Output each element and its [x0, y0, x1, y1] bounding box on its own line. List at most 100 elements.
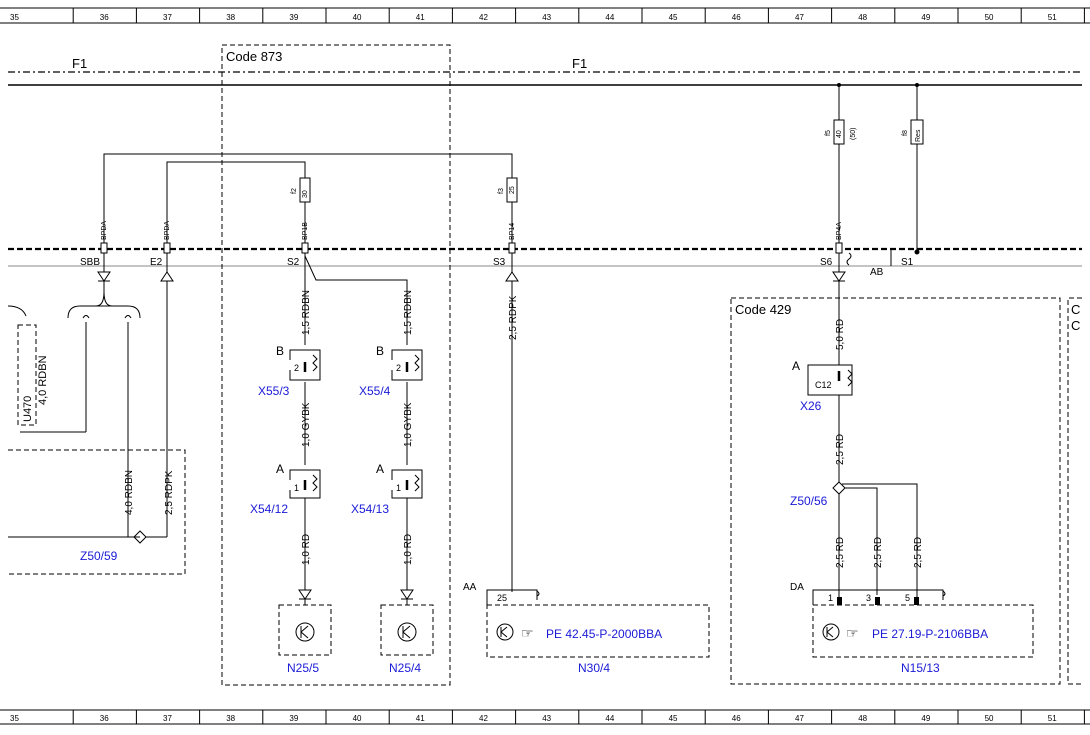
n15-13-ref: PE 27.19-P-2106BBA: [872, 627, 988, 641]
connector-x55-4: 2 B X55/4: [359, 344, 423, 398]
svg-text:A: A: [276, 462, 284, 476]
z50-56-label: Z50/56: [790, 494, 828, 508]
wire-2-5-rd-d: 2,5 RD: [913, 537, 924, 568]
connector-x55-3: 2 B X55/3: [258, 344, 321, 398]
bottom-ruler-label: 40: [353, 714, 362, 723]
wire-5-0-rd: 5,0 RD: [835, 319, 846, 350]
branch-n15-13: ☞ PE 27.19-P-2106BBA 1 3 5 N15/13: [812, 252, 1034, 675]
svg-text:1: 1: [396, 483, 401, 493]
sbb-arrow: [97, 253, 111, 292]
top-ruler-label: 49: [921, 13, 930, 22]
top-ruler-label: 47: [795, 13, 804, 22]
bottom-ruler-label: 48: [858, 714, 867, 723]
wire-1-0-rd-b: 1,0 RD: [403, 534, 414, 565]
branch-x55-4: [400, 382, 414, 605]
fuse-f8: Res f8: [902, 83, 924, 255]
bottom-ruler-label: 47: [795, 714, 804, 723]
bottom-ruler-label: 44: [605, 714, 614, 723]
top-ruler-label: 41: [416, 13, 425, 22]
bottom-ruler-label: 38: [226, 714, 235, 723]
svg-text:2: 2: [396, 363, 401, 373]
svg-text:(50): (50): [850, 128, 857, 140]
z50-59-label: Z50/59: [80, 549, 118, 563]
bottom-ruler-label: 37: [163, 714, 172, 723]
top-ruler-label: 38: [226, 13, 235, 22]
svg-text:25: 25: [509, 186, 516, 194]
top-ruler-label: 48: [858, 13, 867, 22]
bottom-ruler-label: 43: [542, 714, 551, 723]
connector-x54-13: 1 A X54/13: [351, 462, 423, 516]
top-ruler-label: 37: [163, 13, 172, 22]
n30-4-ref: PE 42.45-P-2000BBA: [546, 627, 662, 641]
svg-text:BP4A: BP4A: [836, 222, 843, 240]
s1-label: S1: [901, 257, 914, 268]
svg-text:f3: f3: [498, 188, 505, 194]
partial-code-label-1: C: [1071, 302, 1080, 317]
svg-text:40: 40: [836, 130, 843, 138]
hand-pointer-icon: ☞: [521, 625, 534, 641]
e2-arrow: [160, 253, 174, 537]
wire-1-0-gybk-a: 1,0 GYBK: [301, 402, 312, 447]
bottom-ruler: [0, 709, 1090, 725]
top-ruler-label: 50: [985, 13, 994, 22]
top-ruler-label: 35: [10, 13, 19, 22]
code-429-label: Code 429: [735, 302, 791, 317]
wire-1-5-rdbn-b: 1,5 RDBN: [403, 290, 414, 335]
e2-label: E2: [150, 257, 163, 268]
svg-text:BP14: BP14: [509, 223, 516, 240]
svg-text:N25/4: N25/4: [389, 661, 421, 675]
svg-text:X54/13: X54/13: [351, 502, 389, 516]
aa-label: AA: [463, 582, 477, 593]
svg-text:A: A: [376, 462, 384, 476]
f1-label-left: F1: [72, 56, 87, 71]
s3-label: S3: [493, 257, 506, 268]
ab-label: AB: [870, 267, 884, 278]
f1-rail: F1 F1: [8, 56, 1082, 86]
connector-x26: C12 A X26: [792, 359, 853, 413]
ground-bus: [8, 247, 1082, 267]
bottom-ruler-label: 49: [921, 714, 930, 723]
bottom-ruler-label: 41: [416, 714, 425, 723]
code-873-box: [221, 44, 451, 686]
left-branch: U470 4,0 RDBN: [7, 291, 141, 537]
top-ruler-label: 42: [479, 13, 488, 22]
branch-n30-4: ☞ PE 42.45-P-2000BBA 25 N30/4: [486, 253, 710, 675]
bottom-ruler-label: 51: [1048, 714, 1057, 723]
top-ruler-label: 36: [100, 13, 109, 22]
svg-text:2: 2: [294, 363, 299, 373]
component-n25-5: N25/5: [278, 604, 332, 675]
z50-59-box: [8, 449, 186, 575]
left-u470: U470: [22, 396, 34, 422]
top-ruler-label: 39: [289, 13, 298, 22]
fuse-f2: 30 f2 BP1B: [291, 177, 311, 254]
svg-text:1: 1: [294, 483, 299, 493]
wire-2-5-rdpk: 2,5 RDPK: [508, 295, 519, 340]
s6-label: S6: [820, 257, 833, 268]
code-873-label: Code 873: [226, 49, 282, 64]
bottom-ruler-label: 50: [985, 714, 994, 723]
n15-13-label: N15/13: [901, 661, 940, 675]
branch-x55-3: [298, 253, 408, 605]
bpda-terminal-1: BPDA: [100, 221, 108, 254]
svg-text:A: A: [792, 359, 800, 373]
fuse-f5: 40 f5 (50) BP4A: [825, 83, 857, 254]
wire-2-5-rd-b: 2,5 RD: [835, 537, 846, 568]
svg-text:BPDA: BPDA: [101, 221, 108, 240]
top-ruler-label: 43: [542, 13, 551, 22]
wire-2-5-rd-a: 2,5 RD: [835, 434, 846, 465]
svg-text:30: 30: [302, 190, 309, 198]
svg-text:3: 3: [866, 593, 871, 603]
svg-text:5: 5: [905, 593, 910, 603]
top-ruler-label: 44: [605, 13, 614, 22]
wire-4-0-rdbn: 4,0 RDBN: [124, 470, 135, 515]
bpda-terminal-2: BPDA: [163, 221, 171, 254]
f1-label-right: F1: [572, 56, 587, 71]
bottom-ruler-label: 35: [10, 714, 19, 723]
svg-text:B: B: [276, 344, 284, 358]
wire-1-0-gybk-b: 1,0 GYBK: [403, 402, 414, 447]
bottom-ruler-label: 42: [479, 714, 488, 723]
svg-text:B: B: [376, 344, 384, 358]
top-ruler-label: 40: [353, 13, 362, 22]
wire-2-5-rd-c: 2,5 RD: [873, 537, 884, 568]
